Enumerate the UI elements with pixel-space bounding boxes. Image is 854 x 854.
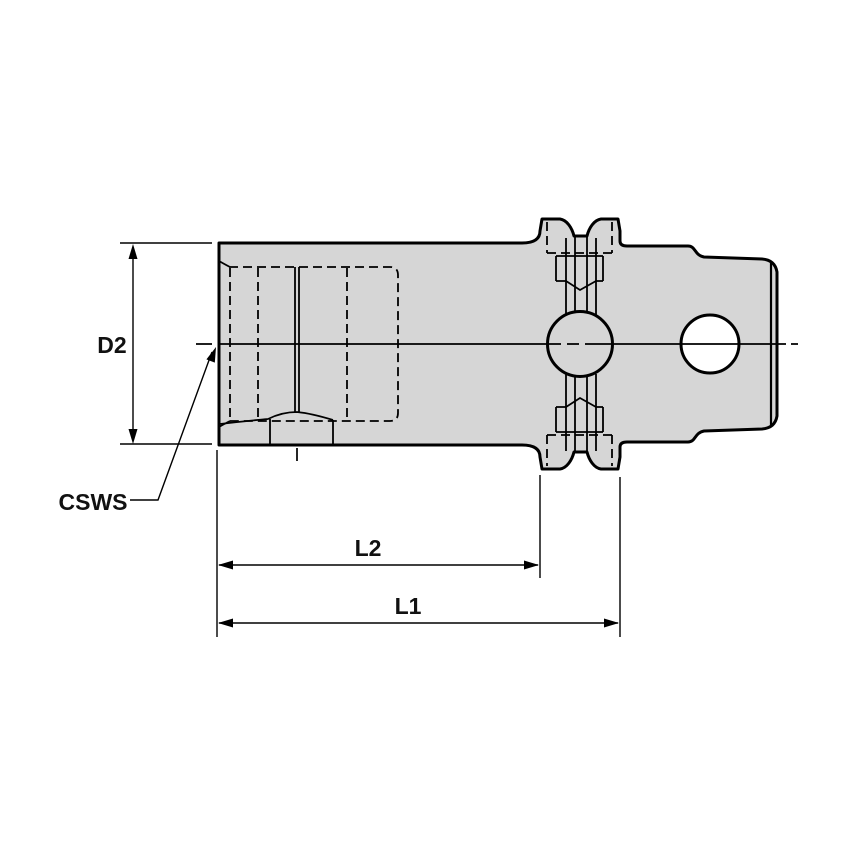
l1-label: L1 xyxy=(395,593,422,619)
d2-arrow-down xyxy=(128,429,138,444)
lock-pocket-top xyxy=(555,255,604,292)
centerline xyxy=(196,343,798,461)
l2-arrow-left xyxy=(218,560,233,570)
slot-hump-edge xyxy=(219,411,334,425)
leader-csws: CSWS xyxy=(59,347,216,515)
dimension-d2: D2 xyxy=(97,242,212,445)
l2-arrow-right xyxy=(524,560,539,570)
dimension-l1: L1 xyxy=(218,477,621,637)
bore-entry-chamfer-top xyxy=(218,260,231,268)
l2-label: L2 xyxy=(355,535,382,561)
csws-arrowhead xyxy=(206,347,216,363)
csws-label: CSWS xyxy=(59,489,128,515)
bore-visible-lines xyxy=(218,260,334,444)
l1-arrow-right xyxy=(604,618,619,628)
d2-arrow-up xyxy=(128,244,138,259)
lock-pocket-bottom xyxy=(555,396,604,433)
dimension-l2: L2 xyxy=(216,450,541,637)
csws-leader-line xyxy=(130,351,213,501)
l1-arrow-left xyxy=(218,618,233,628)
flange-internal-lines xyxy=(546,222,613,466)
d2-label: D2 xyxy=(97,332,126,358)
